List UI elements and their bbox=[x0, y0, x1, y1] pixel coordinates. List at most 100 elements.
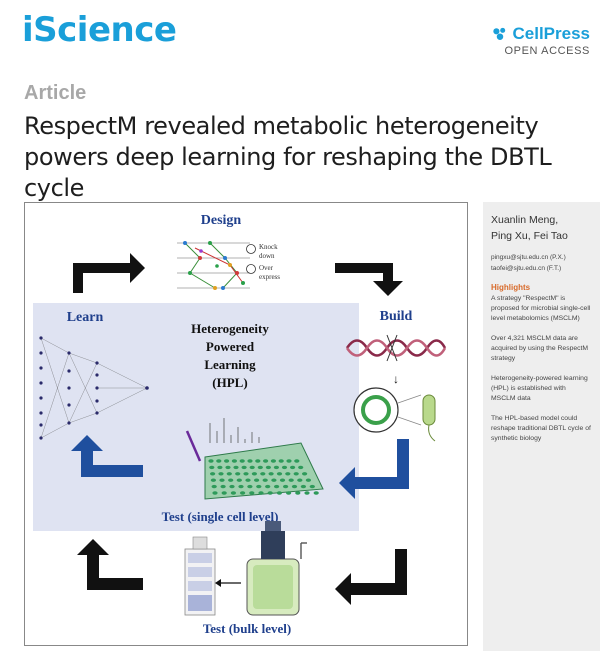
plasmid-cell-icon bbox=[353, 387, 436, 442]
email-1[interactable]: pingxu@sjtu.edu.cn (P.X.) bbox=[491, 254, 566, 261]
arrow-test-to-learn bbox=[71, 435, 143, 477]
microarray-spot bbox=[257, 465, 263, 470]
microarray-spot bbox=[210, 472, 216, 476]
correspondence-emails: pingxu@sjtu.edu.cn (P.X.) taofei@sjtu.ed… bbox=[491, 252, 592, 274]
publisher-name-row: CellPress bbox=[491, 24, 591, 44]
microarray-spot bbox=[313, 491, 319, 495]
microarray-spot bbox=[260, 472, 266, 476]
article-type: Article bbox=[24, 82, 87, 104]
microarray-spot bbox=[218, 472, 224, 476]
highlight-item: Heterogeneity-powered learning (HPL) is … bbox=[491, 375, 588, 402]
email-2[interactable]: taofei@sjtu.edu.cn (F.T.) bbox=[491, 265, 562, 272]
microarray-spot bbox=[255, 459, 261, 463]
microarray-spot bbox=[211, 484, 217, 489]
publisher-name: CellPress bbox=[512, 24, 591, 43]
over-express-label-1: Over bbox=[259, 264, 274, 272]
microarray-spot bbox=[258, 491, 264, 495]
microarray-spot bbox=[240, 491, 246, 495]
microarray-spot bbox=[290, 465, 296, 470]
over-express-label-2: express bbox=[259, 273, 280, 281]
microarray-spot bbox=[285, 472, 291, 476]
bioreactor-icon bbox=[246, 521, 307, 616]
microarray-spot bbox=[217, 465, 223, 470]
microarray-spot bbox=[235, 472, 241, 476]
open-access-label: OPEN ACCESS bbox=[504, 45, 590, 57]
microarray-spot bbox=[220, 484, 226, 489]
microarray-spot bbox=[224, 459, 230, 463]
microarray-spot bbox=[241, 465, 247, 470]
microarray-spot bbox=[225, 465, 231, 470]
authors-line-2[interactable]: Ping Xu, Fei Tao bbox=[491, 230, 568, 242]
test-single-cell-label: Test (single cell level) bbox=[162, 509, 279, 524]
article-title: RespectM revealed metabolic heterogeneit… bbox=[24, 112, 552, 202]
highlight-item: A strategy "RespectM" is proposed for mi… bbox=[491, 295, 591, 322]
microarray-spot bbox=[267, 491, 273, 495]
microarray-spot bbox=[209, 465, 215, 470]
microarray-spot bbox=[268, 472, 274, 476]
microarray-spot bbox=[293, 472, 299, 476]
hpl-line-3: Learning bbox=[204, 357, 256, 372]
microarray-spot bbox=[249, 491, 255, 495]
learn-label: Learn bbox=[67, 310, 104, 325]
hpl-panel bbox=[33, 303, 359, 531]
microarray-spot bbox=[247, 484, 253, 489]
microarray-spot bbox=[243, 472, 249, 476]
microarray-spot bbox=[270, 459, 276, 463]
hpl-line-4: (HPL) bbox=[212, 375, 247, 390]
microarray-spot bbox=[305, 478, 311, 482]
microarray-spot bbox=[304, 491, 310, 495]
arrow-learn-to-design bbox=[73, 253, 145, 293]
microarray-spot bbox=[291, 484, 298, 489]
design-label: Design bbox=[201, 213, 242, 228]
microarray-spot bbox=[228, 478, 234, 482]
journal-name: iScience bbox=[22, 10, 177, 50]
microarray-spot bbox=[288, 478, 294, 482]
microarray-spot bbox=[229, 484, 235, 489]
author-list: Xuanlin Meng, Ping Xu, Fei Tao bbox=[491, 212, 592, 244]
microarray-spot bbox=[251, 472, 257, 476]
microarray-spot bbox=[295, 491, 301, 495]
arrow-test-to-bulk bbox=[335, 549, 407, 605]
microarray-spot bbox=[274, 484, 280, 489]
neural-network-diagram bbox=[40, 337, 148, 439]
microarray-spot bbox=[309, 484, 315, 489]
microarray-spot bbox=[265, 465, 271, 470]
microarray-spot bbox=[265, 484, 271, 489]
highlights-title: Highlights bbox=[491, 283, 531, 292]
microarray-spot bbox=[210, 478, 216, 482]
microarray-spot bbox=[238, 484, 244, 489]
knock-down-label-2: down bbox=[259, 252, 275, 260]
authors-line-1[interactable]: Xuanlin Meng, bbox=[491, 214, 559, 226]
microarray-spot bbox=[279, 478, 286, 482]
highlight-item: Over 4,321 MSCLM data are acquired by us… bbox=[491, 335, 589, 362]
network-nodes bbox=[39, 336, 149, 440]
cellpress-logo-icon bbox=[492, 27, 505, 40]
microarray-spot bbox=[286, 459, 292, 463]
knock-down-label-1: Knock bbox=[259, 243, 278, 251]
arrow-build-to-test bbox=[339, 439, 409, 499]
microarray-spot bbox=[283, 484, 289, 489]
build-label: Build bbox=[380, 309, 413, 324]
microarray-spot bbox=[254, 478, 260, 482]
hpl-line-2: Powered bbox=[206, 339, 255, 354]
microarray-spot bbox=[263, 459, 269, 463]
microarray-spot bbox=[271, 478, 277, 482]
microarray-spot bbox=[297, 478, 303, 482]
down-arrow-glyph: ↓ bbox=[393, 372, 399, 386]
microarray-spot bbox=[249, 465, 255, 470]
microarray-spot bbox=[226, 472, 232, 476]
microarray-spot bbox=[216, 459, 222, 463]
microarray-spot bbox=[212, 491, 218, 495]
microarray-spot bbox=[281, 465, 288, 470]
microarray-spot bbox=[298, 465, 304, 470]
microarray-spot bbox=[273, 465, 279, 470]
microarray-spot bbox=[256, 484, 262, 489]
dna-helix-icon bbox=[345, 334, 447, 362]
microarray-spot bbox=[245, 478, 251, 482]
laser-beam bbox=[185, 430, 202, 462]
hpl-line-1: Heterogeneity bbox=[191, 321, 269, 336]
microarray-spot bbox=[276, 491, 282, 495]
microarray-spot bbox=[221, 491, 227, 495]
publisher-block: CellPress OPEN ACCESS bbox=[491, 24, 591, 57]
microarray-spot bbox=[230, 491, 236, 495]
